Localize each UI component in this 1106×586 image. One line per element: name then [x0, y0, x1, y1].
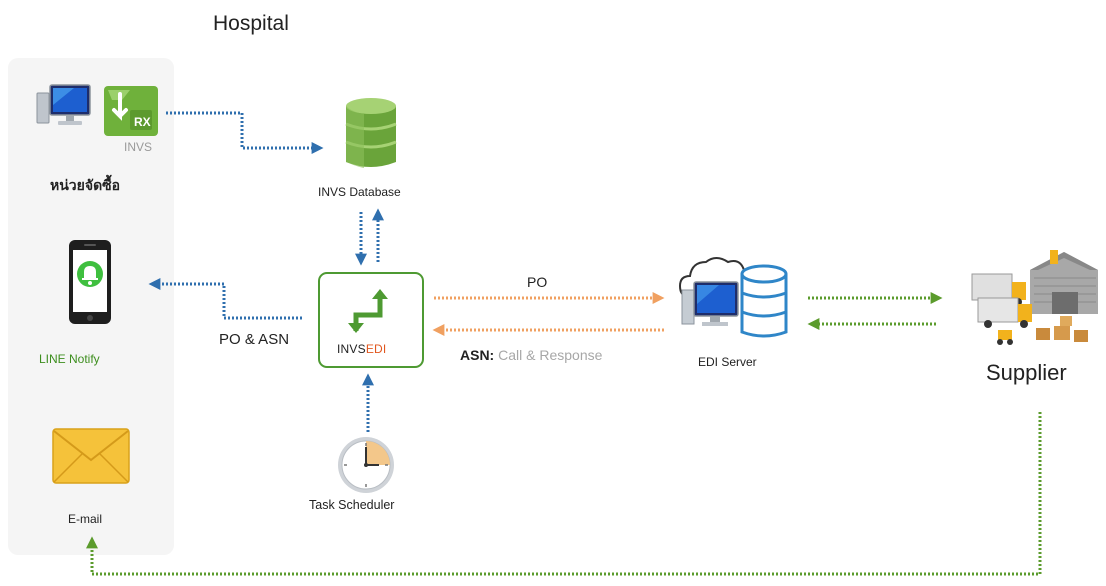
- purchasing-unit-label: หน่วยจัดซื้อ: [50, 177, 121, 193]
- connector-supplier-to-email: [86, 412, 1042, 576]
- connector-invs-to-database: [166, 111, 324, 154]
- invs-label: INVS: [124, 140, 153, 154]
- database-label: INVS Database: [318, 185, 401, 199]
- invsedi-label-part1: INVS: [337, 342, 366, 356]
- supplier-label: Supplier: [986, 360, 1067, 385]
- edi-server-label: EDI Server: [698, 355, 757, 369]
- invsedi-label-part2: EDI: [365, 342, 387, 356]
- computer-monitor-icon: [36, 84, 91, 125]
- connector-invsedi-to-line: [148, 278, 302, 320]
- exchange-arrows-icon: [348, 289, 388, 333]
- asn-label: ASN: Call & Response: [460, 347, 602, 363]
- envelope-icon: [52, 428, 130, 484]
- line-notify-label: LINE Notify: [39, 352, 100, 366]
- invs-rx-icon: RX: [104, 86, 158, 136]
- svg-text:RX: RX: [134, 115, 151, 129]
- invsedi-label: INVSEDI: [337, 342, 386, 356]
- asn-key: ASN:: [460, 347, 495, 363]
- task-scheduler-label: Task Scheduler: [309, 498, 395, 512]
- warehouse-trucks-icon: [971, 250, 1098, 345]
- smartphone-bell-icon: [69, 240, 111, 324]
- email-label: E-mail: [68, 512, 103, 526]
- cloud-server-icon: [678, 257, 788, 338]
- database-icon: [345, 98, 397, 168]
- po-label: PO: [527, 274, 548, 290]
- po-asn-label: PO & ASN: [219, 331, 290, 348]
- hospital-title: Hospital: [213, 12, 289, 35]
- clock-icon: [338, 437, 394, 493]
- invsedi-box: [318, 272, 424, 368]
- asn-value: Call & Response: [498, 347, 603, 363]
